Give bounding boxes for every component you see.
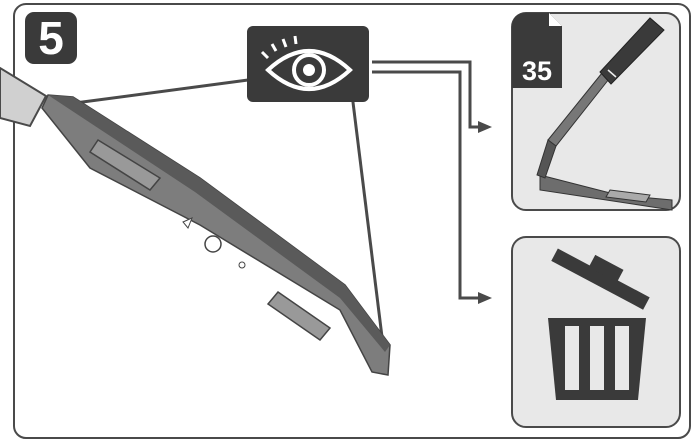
connector-to-dispose [372,70,478,300]
trash-bin-icon [548,248,650,400]
connector-blade-tip [74,78,249,105]
file-sharpener-icon [536,17,673,211]
blade-slot-left [88,138,162,191]
connector-lines [74,60,478,346]
page-reference-number: 35 [521,55,553,86]
mower-blade [41,94,391,376]
eye-icon [260,35,353,91]
connector-to-sharpen [372,60,478,129]
blade-center-hole [204,235,222,253]
arrow-to-sharpen [478,121,492,133]
dispose-panel [511,236,681,428]
inspect-panel [247,26,369,102]
arrow-to-dispose [478,292,492,304]
blade-pin-hole [238,261,246,269]
blade-slot-right [266,290,332,342]
blade-small-hole [182,217,193,229]
step-number-badge: 5 [25,12,77,64]
magnifier-callout [0,66,48,128]
sharpen-panel [511,12,681,211]
page-ref-corner [549,13,562,26]
connector-blade-end [348,77,385,346]
page-ref-badge [512,13,562,88]
